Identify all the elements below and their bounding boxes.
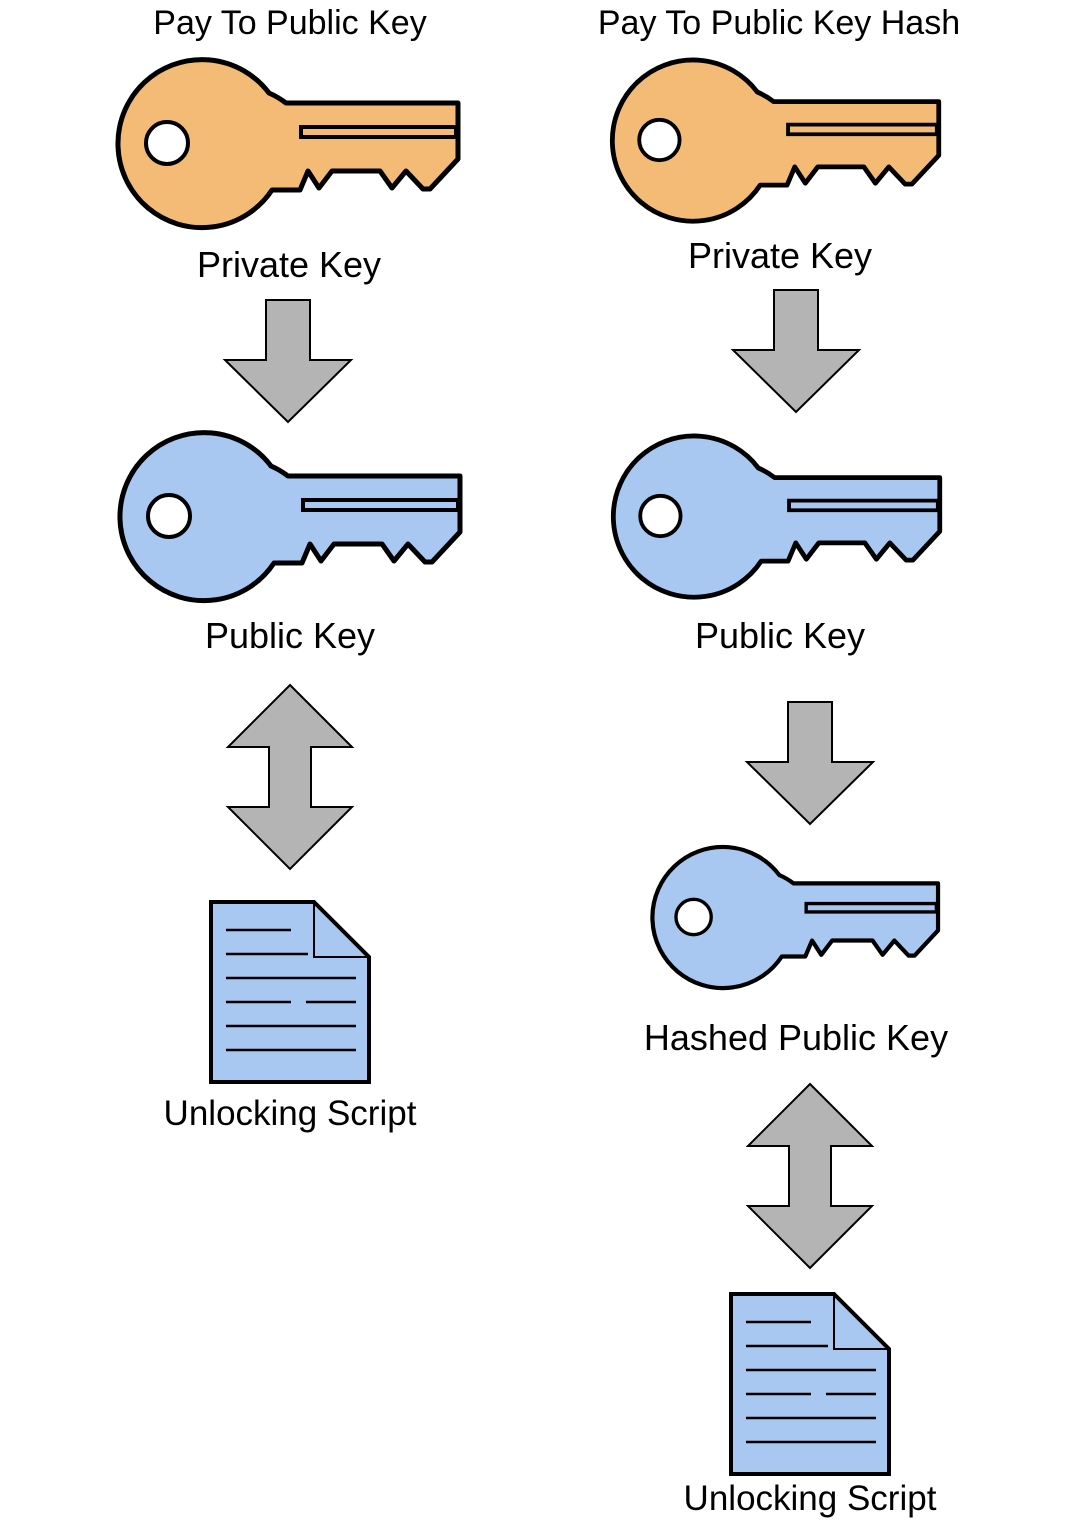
column-title: Pay To Public Key xyxy=(153,4,426,42)
key-icon xyxy=(612,60,938,221)
hashed-public-key-label: Hashed Public Key xyxy=(644,1017,948,1058)
double-arrow-icon xyxy=(747,1083,873,1269)
key-icon xyxy=(613,436,939,597)
arrow-down-icon xyxy=(732,289,860,413)
unlocking-script-label: Unlocking Script xyxy=(164,1094,417,1133)
unlocking-script-label: Unlocking Script xyxy=(684,1479,937,1518)
column-title: Pay To Public Key Hash xyxy=(598,4,960,42)
public-key-label: Public Key xyxy=(205,615,375,656)
document-icon xyxy=(209,900,371,1084)
key-icon xyxy=(120,433,460,601)
private-key-label: Private Key xyxy=(688,235,872,276)
key-icon xyxy=(652,847,938,988)
key-icon xyxy=(118,60,458,228)
public-key-label: Public Key xyxy=(695,615,865,656)
document-icon xyxy=(729,1292,891,1476)
private-key-label: Private Key xyxy=(197,244,381,285)
double-arrow-icon xyxy=(227,684,353,870)
column-p2pk: Pay To Public Key Private Key Public Key… xyxy=(118,4,460,1133)
arrow-down-icon xyxy=(224,299,352,423)
column-p2pkh: Pay To Public Key Hash Private Key Publi… xyxy=(598,4,960,1518)
arrow-down-icon xyxy=(746,701,874,825)
